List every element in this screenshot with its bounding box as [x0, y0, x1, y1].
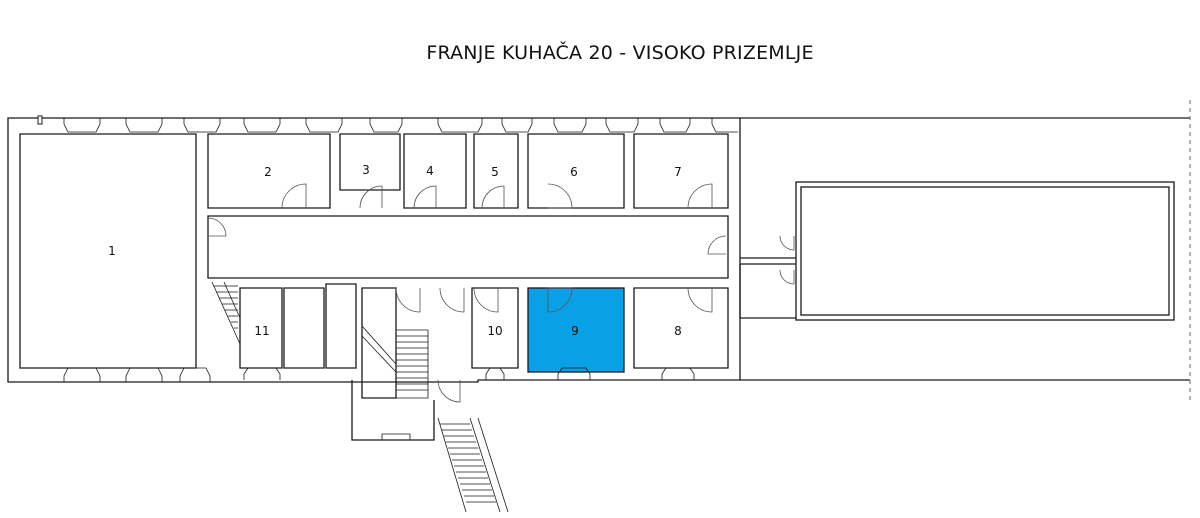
stairs-exterior [437, 417, 509, 513]
room-label-6[interactable]: 6 [570, 165, 578, 179]
room-label-2[interactable]: 2 [264, 165, 272, 179]
annex-small-rooms [739, 257, 796, 319]
room-label-3[interactable]: 3 [362, 163, 370, 177]
pool-outer [795, 181, 1175, 321]
room-label-1[interactable]: 1 [108, 244, 116, 258]
room-label-9[interactable]: 9 [571, 324, 579, 338]
room-label-10[interactable]: 10 [487, 324, 502, 338]
stairs-center [361, 325, 429, 399]
room-label-11[interactable]: 11 [254, 324, 269, 338]
door-swings [207, 183, 795, 403]
room-label-8[interactable]: 8 [674, 324, 682, 338]
outer-wall [7, 117, 741, 383]
bottom-rooms [239, 283, 729, 441]
room-label-4[interactable]: 4 [426, 164, 434, 178]
room-label-7[interactable]: 7 [674, 165, 682, 179]
windows-bottom [63, 367, 695, 440]
stairs-left [211, 281, 241, 345]
room-labels: 1 2 3 4 5 6 7 8 9 10 11 [108, 163, 682, 338]
top-rooms [207, 133, 729, 209]
room-label-5[interactable]: 5 [491, 165, 499, 179]
room-9-highlight[interactable] [527, 287, 625, 373]
corridor [207, 215, 729, 279]
windows-top [37, 115, 738, 133]
pool-inner [800, 186, 1170, 316]
annex-outline [740, 117, 1190, 381]
plan-title: FRANJE KUHAČA 20 - VISOKO PRIZEMLJE [426, 42, 814, 64]
